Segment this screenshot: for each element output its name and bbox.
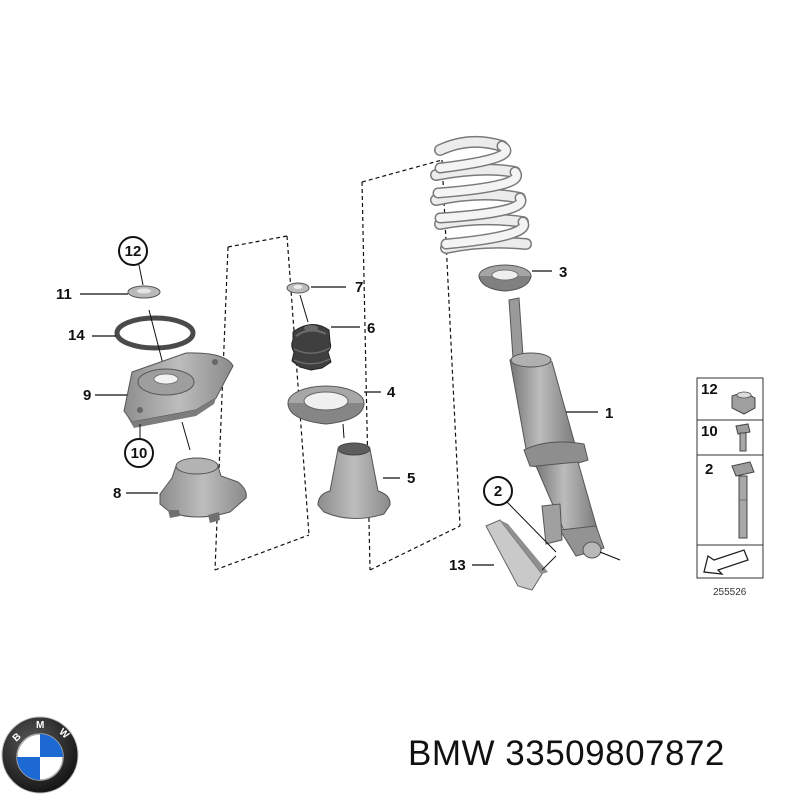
callout-9-label: 9 [83,387,91,404]
direction-arrow-icon [703,549,749,575]
callout-8-label: 8 [113,485,121,502]
callout-12: 12 [118,236,148,286]
part-5-dust-boot [317,442,391,519]
callout-6-label: 6 [367,320,375,337]
part-1-shock-absorber [508,297,621,561]
callout-7-label: 7 [355,279,363,296]
callout-11: 11 [56,286,128,303]
caption-part-number: 33509807872 [505,734,725,773]
callout-1: 1 [566,405,613,422]
callout-12-label: 12 [125,243,142,260]
callout-6: 6 [331,320,375,337]
part-4-spring-pad [287,385,365,425]
part-3-spring-seat [478,264,532,292]
legend-row-12-label: 12 [701,381,718,398]
nut-icon [731,391,756,415]
long-bolt-icon [731,461,755,539]
callout-14-label: 14 [68,327,85,344]
callout-3-label: 3 [559,264,567,281]
legend-row-10-label: 10 [701,423,718,440]
part-13-bracket [485,519,557,591]
callout-8: 8 [113,485,158,502]
part-14-gasket-ring [114,315,196,351]
bmw-logo: B M W [1,716,79,794]
callout-2: 2 [483,476,557,553]
callout-4-label: 4 [387,384,396,401]
svg-text:M: M [36,720,44,731]
part-9-strut-mount [123,352,234,428]
part-8-spring-seat [159,457,247,523]
callout-9: 9 [83,387,127,404]
legend-row-2-label: 2 [705,461,713,478]
fastener-legend: 12 10 2 [696,377,764,579]
callout-10-label: 10 [131,445,148,462]
part-coil-spring [430,135,532,254]
callout-2-label: 2 [494,483,502,500]
callout-14: 14 [68,327,116,344]
callout-5-label: 5 [407,470,415,487]
callout-13: 13 [449,557,494,574]
callout-1-label: 1 [605,405,613,422]
part-6-bump-stop [291,324,332,371]
callout-13-label: 13 [449,557,466,574]
callout-7: 7 [311,279,363,296]
callout-3: 3 [532,264,567,281]
callout-4: 4 [364,384,396,401]
callout-5: 5 [383,470,415,487]
part-caption: BMW 33509807872 [408,734,725,774]
callout-10: 10 [124,424,154,468]
part-11-washer [127,285,161,299]
part-7-washer [286,282,310,294]
reference-number: 255526 [713,587,747,598]
short-bolt-icon [735,423,751,452]
caption-brand: BMW [408,734,496,773]
callout-11-label: 11 [56,286,72,303]
